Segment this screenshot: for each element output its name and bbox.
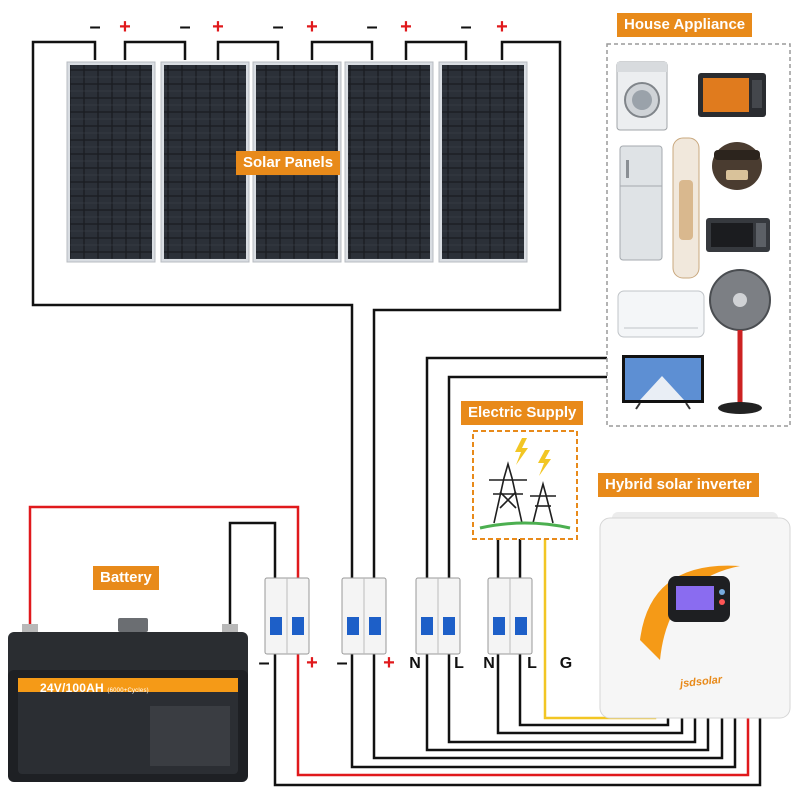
microwave-icon [706,218,770,252]
refrigerator-icon [619,145,663,261]
fan-icon [709,269,771,414]
pv-negative-terminal: – [336,652,348,674]
solar-panel-array [66,61,528,263]
pv-breaker[interactable] [341,577,387,655]
load-breaker[interactable] [487,577,533,655]
battery-negative-terminal: – [258,652,270,674]
electric-supply-label: Electric Supply [461,401,584,425]
pv-negative-wire [31,40,354,585]
battery-positive-terminal: + [306,652,318,674]
ground-terminal: G [559,655,573,672]
battery-positive-wire [28,505,750,777]
panel-3-negative: – [272,16,284,38]
battery-breaker[interactable] [264,577,310,655]
solar-panel [438,61,528,263]
oven-icon [698,73,766,117]
load-l-terminal: L [527,655,537,672]
solar-panels-label: Solar Panels [236,151,341,175]
battery-model: 24V/100AH [40,681,104,695]
battery-label: Battery [93,566,159,590]
grid-to-inverter-wires [425,356,710,752]
battery-cycles: (6000+Cycles) [107,688,149,694]
hybrid-inverter-unit [599,512,791,719]
rice-cooker-icon [712,142,762,190]
panel-5-positive: + [496,16,508,38]
battery-model-label: 24V/100AH (6000+Cycles) [40,681,149,695]
grid-breaker[interactable] [415,577,461,655]
television-icon [622,355,704,410]
grid-l-terminal: L [454,655,464,672]
pv-positive-terminal: + [383,652,395,674]
panel-5-negative: – [460,16,472,38]
panel-1-negative: – [89,16,101,38]
panel-4-positive: + [400,16,412,38]
wall-air-conditioner-icon [617,290,705,338]
grid-n-terminal: N [409,655,421,672]
pv-to-inverter-wires [350,652,737,769]
lightning-icon [515,438,551,476]
solar-panel [66,61,156,263]
panel-2-positive: + [212,16,224,38]
panel-4-negative: – [366,16,378,38]
panel-2-negative: – [179,16,191,38]
washing-machine-icon [616,61,668,131]
solar-panel [160,61,250,263]
panel-3-positive: + [306,16,318,38]
solar-panel [344,61,434,263]
panel-series-links [123,40,468,60]
pv-positive-wire [372,40,562,585]
load-n-terminal: N [483,655,495,672]
panel-1-positive: + [119,16,131,38]
battery-unit [8,618,248,782]
battery-negative-wire [228,521,762,787]
air-conditioner-tower-icon [672,137,700,279]
hybrid-inverter-label: Hybrid solar inverter [598,473,759,497]
house-appliance-label: House Appliance [617,13,753,37]
transmission-tower-icon [479,461,571,530]
